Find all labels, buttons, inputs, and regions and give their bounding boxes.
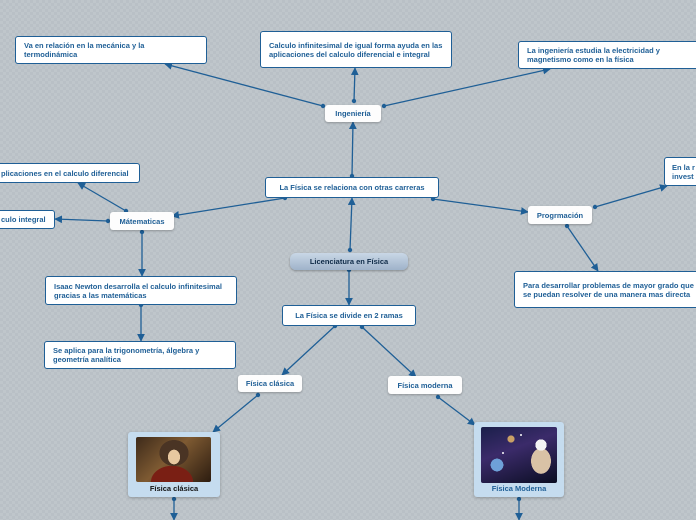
einstein-cosmos-image — [481, 427, 557, 483]
node-investigacion-text: En la r invest — [672, 162, 695, 181]
link-ingenieria-calculo — [350, 67, 359, 102]
node-aplicaciones-calculo-diferencial-text: plicaciones en el calculo diferencial — [1, 168, 129, 178]
node-investigacion[interactable]: En la r invest — [664, 157, 696, 186]
link-relaciona-ingenieria — [348, 121, 357, 177]
newton-portrait-image — [136, 437, 211, 482]
node-fisica-clasica-text: Física clásica — [245, 379, 295, 388]
link-ingenieria-electricidad — [383, 66, 551, 107]
card-fisica-moderna-caption: Física Moderna — [491, 484, 547, 493]
node-problemas-mayor-grado-text: Para desarrollar problemas de mayor grad… — [523, 280, 694, 299]
node-fisica-moderna[interactable]: Física moderna — [388, 376, 462, 394]
link-relaciona-matematicas — [171, 197, 286, 219]
link-divide-clasica — [281, 325, 336, 376]
node-root-licenciatura[interactable]: Licenciatura en Física — [290, 253, 408, 270]
node-fisica-clasica[interactable]: Física clásica — [238, 375, 302, 392]
node-trigonometria-text: Se aplica para la trigonometría, álgebra… — [53, 346, 200, 364]
node-calculo-infinitesimal-text: Calculo infinitesimal de igual forma ayu… — [269, 40, 443, 59]
node-programacion-text: Progrmación — [536, 210, 584, 220]
link-ingenieria-mecanica — [164, 62, 324, 107]
node-trigonometria[interactable]: Se aplica para la trigonometría, álgebra… — [44, 341, 236, 369]
link-moderna-image — [437, 396, 476, 426]
node-aplicaciones-calculo-diferencial[interactable]: plicaciones en el calculo diferencial — [0, 163, 140, 183]
node-relaciona-carreras-text: La Física se relaciona con otras carrera… — [279, 183, 425, 192]
node-matematicas[interactable]: Mátematicas — [110, 212, 174, 230]
card-fisica-moderna[interactable]: Física Moderna — [474, 422, 564, 497]
node-isaac-newton-text: Isaac Newton desarrolla el calculo infin… — [54, 281, 222, 300]
link-programacion-right2 — [566, 225, 599, 272]
node-programacion[interactable]: Progrmación — [528, 206, 592, 224]
node-relaciona-carreras[interactable]: La Física se relaciona con otras carrera… — [265, 177, 439, 198]
node-calculo-infinitesimal[interactable]: Calculo infinitesimal de igual forma ayu… — [260, 31, 452, 68]
link-divide-moderna — [361, 326, 417, 378]
node-calculo-integral-text: culo integral — [1, 215, 46, 224]
link-programacion-right1 — [594, 184, 668, 208]
node-ingenieria-text: Ingeniería — [335, 109, 371, 118]
card-fisica-clasica[interactable]: Física clásica — [128, 432, 220, 497]
link-clasica-image — [212, 394, 259, 433]
node-mecanica-termodinamica-text: Va en relación en la mecánica y la termo… — [24, 41, 145, 59]
node-isaac-newton[interactable]: Isaac Newton desarrolla el calculo infin… — [45, 276, 237, 305]
link-matematicas-left2 — [54, 215, 109, 224]
node-problemas-mayor-grado[interactable]: Para desarrollar problemas de mayor grad… — [514, 271, 696, 308]
node-divide-ramas-text: La Física se divide en 2 ramas — [295, 311, 403, 320]
node-mecanica-termodinamica[interactable]: Va en relación en la mecánica y la termo… — [15, 36, 207, 64]
link-matematicas-left1 — [77, 182, 127, 212]
link-relaciona-programacion — [432, 198, 529, 215]
node-root-licenciatura-text: Licenciatura en Física — [309, 257, 389, 266]
card-fisica-clasica-caption: Física clásica — [149, 484, 199, 493]
node-ingenieria[interactable]: Ingeniería — [325, 105, 381, 122]
node-electricidad-magnetismo[interactable]: La ingeniería estudia la electricidad y … — [518, 41, 696, 69]
node-divide-ramas[interactable]: La Física se divide en 2 ramas — [282, 305, 416, 326]
node-calculo-integral[interactable]: culo integral — [0, 210, 55, 229]
link-root-relaciona — [347, 197, 356, 251]
node-matematicas-text: Mátematicas — [119, 216, 165, 226]
node-electricidad-magnetismo-text: La ingeniería estudia la electricidad y … — [527, 46, 660, 64]
node-fisica-moderna-text: Física moderna — [397, 380, 453, 390]
